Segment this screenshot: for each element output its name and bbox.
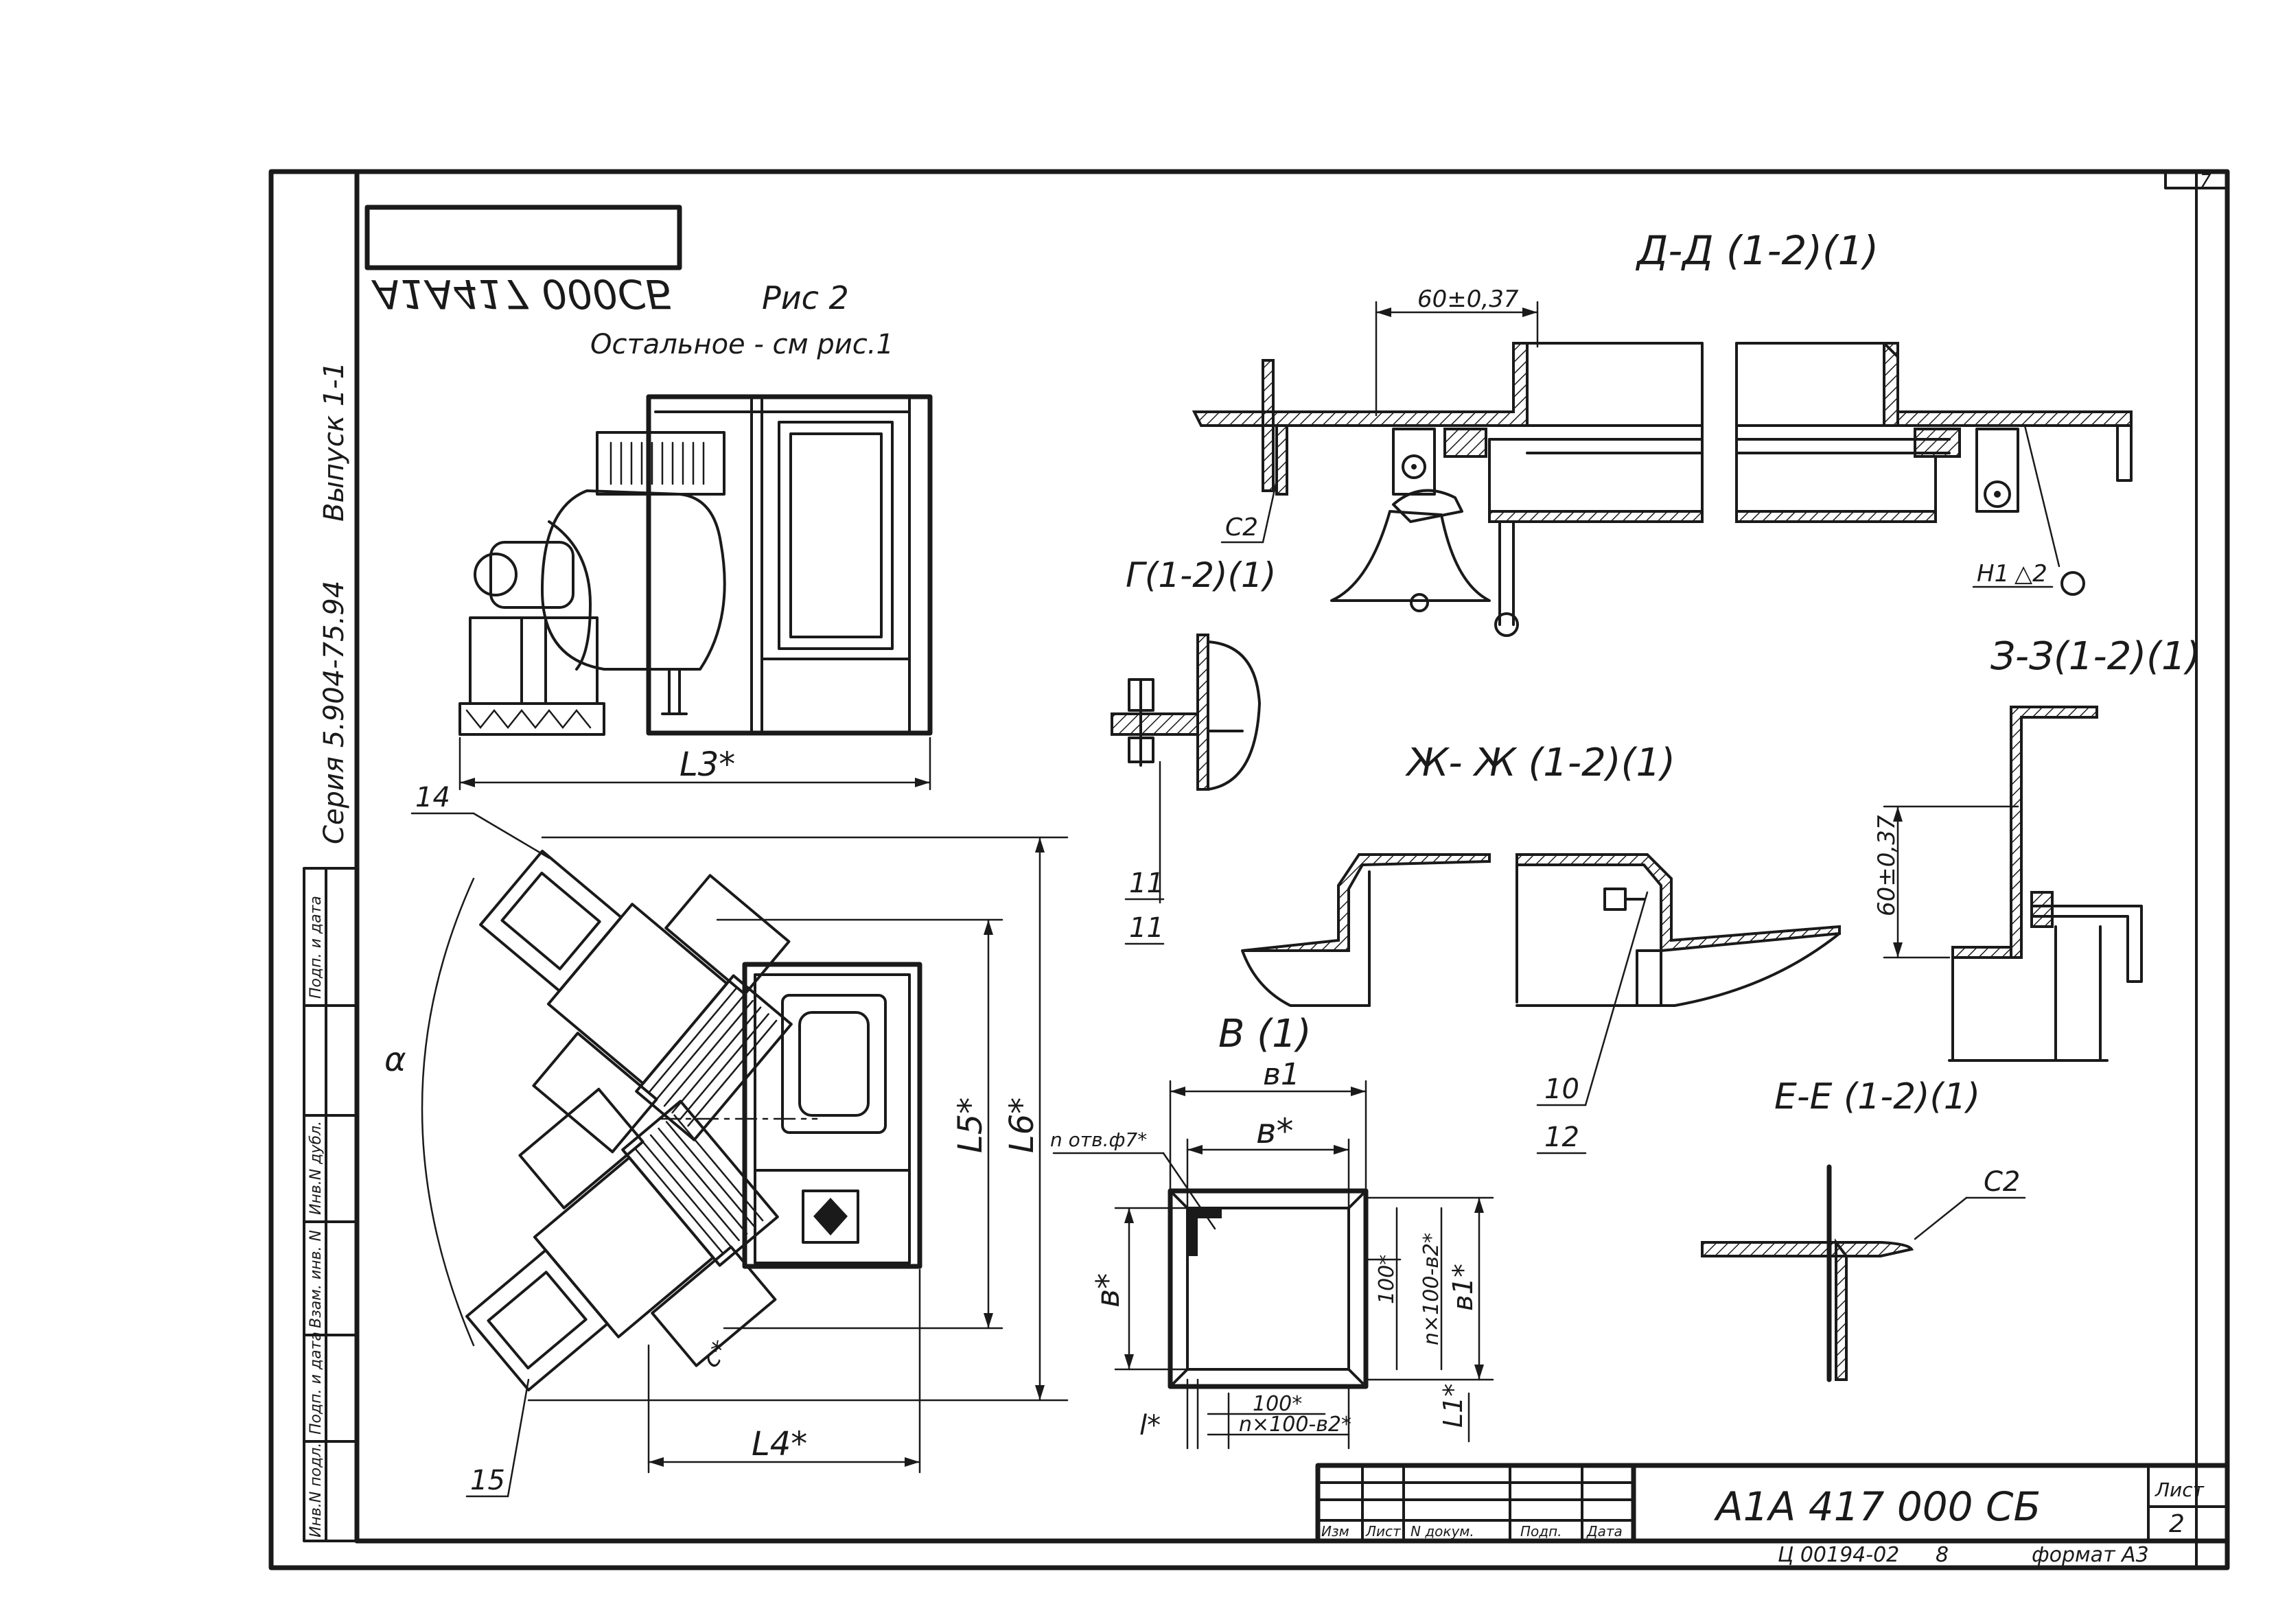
section-ee-drawing bbox=[1701, 1164, 2026, 1382]
fan-plan-view bbox=[410, 812, 1069, 1498]
mirrored-code-box: A1A417 000CБ bbox=[364, 205, 682, 317]
dim-l3: L3* bbox=[680, 745, 735, 784]
figure-title: Рис 2 bbox=[762, 279, 849, 316]
title-block-code: A1A 417 000 СБ bbox=[1713, 1483, 2041, 1530]
title-block-hdr-izm: Изм bbox=[1321, 1523, 1349, 1540]
figure-note: Остальное - см рис.1 bbox=[590, 329, 894, 360]
callout-15: 15 bbox=[470, 1465, 505, 1496]
title-block-hdr-ndok: N докум. bbox=[1410, 1523, 1474, 1540]
view-v-drawing bbox=[1052, 1080, 1494, 1450]
dim-pitch-n-v: n×100-в2* bbox=[1419, 1233, 1443, 1345]
callout-12: 12 bbox=[1544, 1122, 1579, 1153]
dim-pitch-n-h: n×100-в2* bbox=[1239, 1413, 1351, 1437]
section-zhzh-drawing bbox=[1241, 853, 1841, 1155]
dim-alpha: α bbox=[384, 1041, 406, 1079]
callout-14: 14 bbox=[415, 782, 450, 813]
left-side-stamp: Инв.N подл. Подп. и дата Взам. инв. N Ин… bbox=[303, 867, 358, 1542]
dim-l1: L1* bbox=[1438, 1384, 1468, 1428]
section-g-drawing bbox=[1111, 634, 1261, 945]
stamp-cell-inv-podl: Инв.N подл. bbox=[307, 1443, 325, 1538]
bottom-code-num: 8 bbox=[1936, 1543, 1949, 1567]
dim-b1: в1 bbox=[1263, 1057, 1300, 1092]
issue-label: Выпуск 1-1 bbox=[318, 362, 350, 522]
dim-pitch-100-h: 100* bbox=[1253, 1392, 1302, 1416]
callout-c2-bottom: С2 bbox=[1984, 1166, 2020, 1198]
title-block-sheet-label: Лист bbox=[2155, 1478, 2205, 1501]
section-dd-drawing bbox=[1192, 301, 2133, 637]
callout-11b: 11 bbox=[1129, 912, 1164, 944]
dim-zz-height: 60±0,37 bbox=[1873, 815, 1901, 916]
dim-b1-side: в1* bbox=[1448, 1264, 1479, 1311]
title-block-sheet-number: 2 bbox=[2169, 1510, 2185, 1538]
callout-10: 10 bbox=[1544, 1074, 1579, 1105]
bottom-code: Ц 00194-02 bbox=[1778, 1543, 1899, 1567]
mirrored-doc-code: A1A417 000CБ bbox=[371, 270, 673, 317]
stamp-cell-vzam-inv: Взам. инв. N bbox=[307, 1230, 325, 1328]
dim-l5: L5* bbox=[951, 1098, 990, 1153]
title-block-hdr-list: Лист bbox=[1365, 1523, 1402, 1540]
callout-11a: 11 bbox=[1129, 868, 1164, 899]
dim-dd-width: 60±0,37 bbox=[1417, 286, 1519, 313]
title-block-hdr-data: Дата bbox=[1586, 1523, 1623, 1540]
dim-c-star: c* bbox=[697, 1335, 735, 1373]
bottom-format: формат А3 bbox=[2032, 1543, 2149, 1567]
callout-weld: △2 bbox=[2014, 560, 2047, 588]
title-block bbox=[1315, 1463, 2230, 1544]
dim-l-small: l* bbox=[1139, 1410, 1161, 1441]
section-v-title: В (1) bbox=[1218, 1012, 1312, 1056]
section-zz-title: З-З(1-2)(1) bbox=[1990, 634, 2201, 679]
series-label: Серия 5.904-75.94 bbox=[318, 581, 350, 844]
section-ee-title: Е-Е (1-2)(1) bbox=[1774, 1076, 1980, 1117]
stamp-cell-inv-dubl: Инв.N дубл. bbox=[307, 1121, 325, 1215]
section-dd-title: Д-Д (1-2)(1) bbox=[1635, 227, 1879, 274]
dim-pitch-100-v: 100* bbox=[1375, 1255, 1399, 1304]
stamp-cell-podp-data-1: Подп. и дата bbox=[307, 1332, 325, 1435]
dim-b-star: в* bbox=[1256, 1111, 1293, 1151]
section-g-title: Г(1-2)(1) bbox=[1126, 555, 1276, 595]
title-block-hdr-podp: Подп. bbox=[1520, 1523, 1562, 1540]
callout-h1: Н1 bbox=[1977, 560, 2009, 588]
stamp-cell-podp-data-2: Подп. и дата bbox=[307, 896, 325, 999]
section-zhzh-title: Ж- Ж (1-2)(1) bbox=[1405, 741, 1675, 785]
fan-unit-elevation bbox=[458, 394, 933, 791]
callout-c2-top: С2 bbox=[1225, 513, 1258, 542]
corner-sheet-number: 7 bbox=[2200, 171, 2211, 192]
dim-l6: L6* bbox=[1003, 1098, 1041, 1153]
dim-b-side: в* bbox=[1089, 1273, 1126, 1308]
section-zz-drawing bbox=[1883, 706, 2143, 1062]
dim-holes: n отв.ф7* bbox=[1050, 1128, 1147, 1151]
dim-l4: L4* bbox=[752, 1425, 807, 1463]
